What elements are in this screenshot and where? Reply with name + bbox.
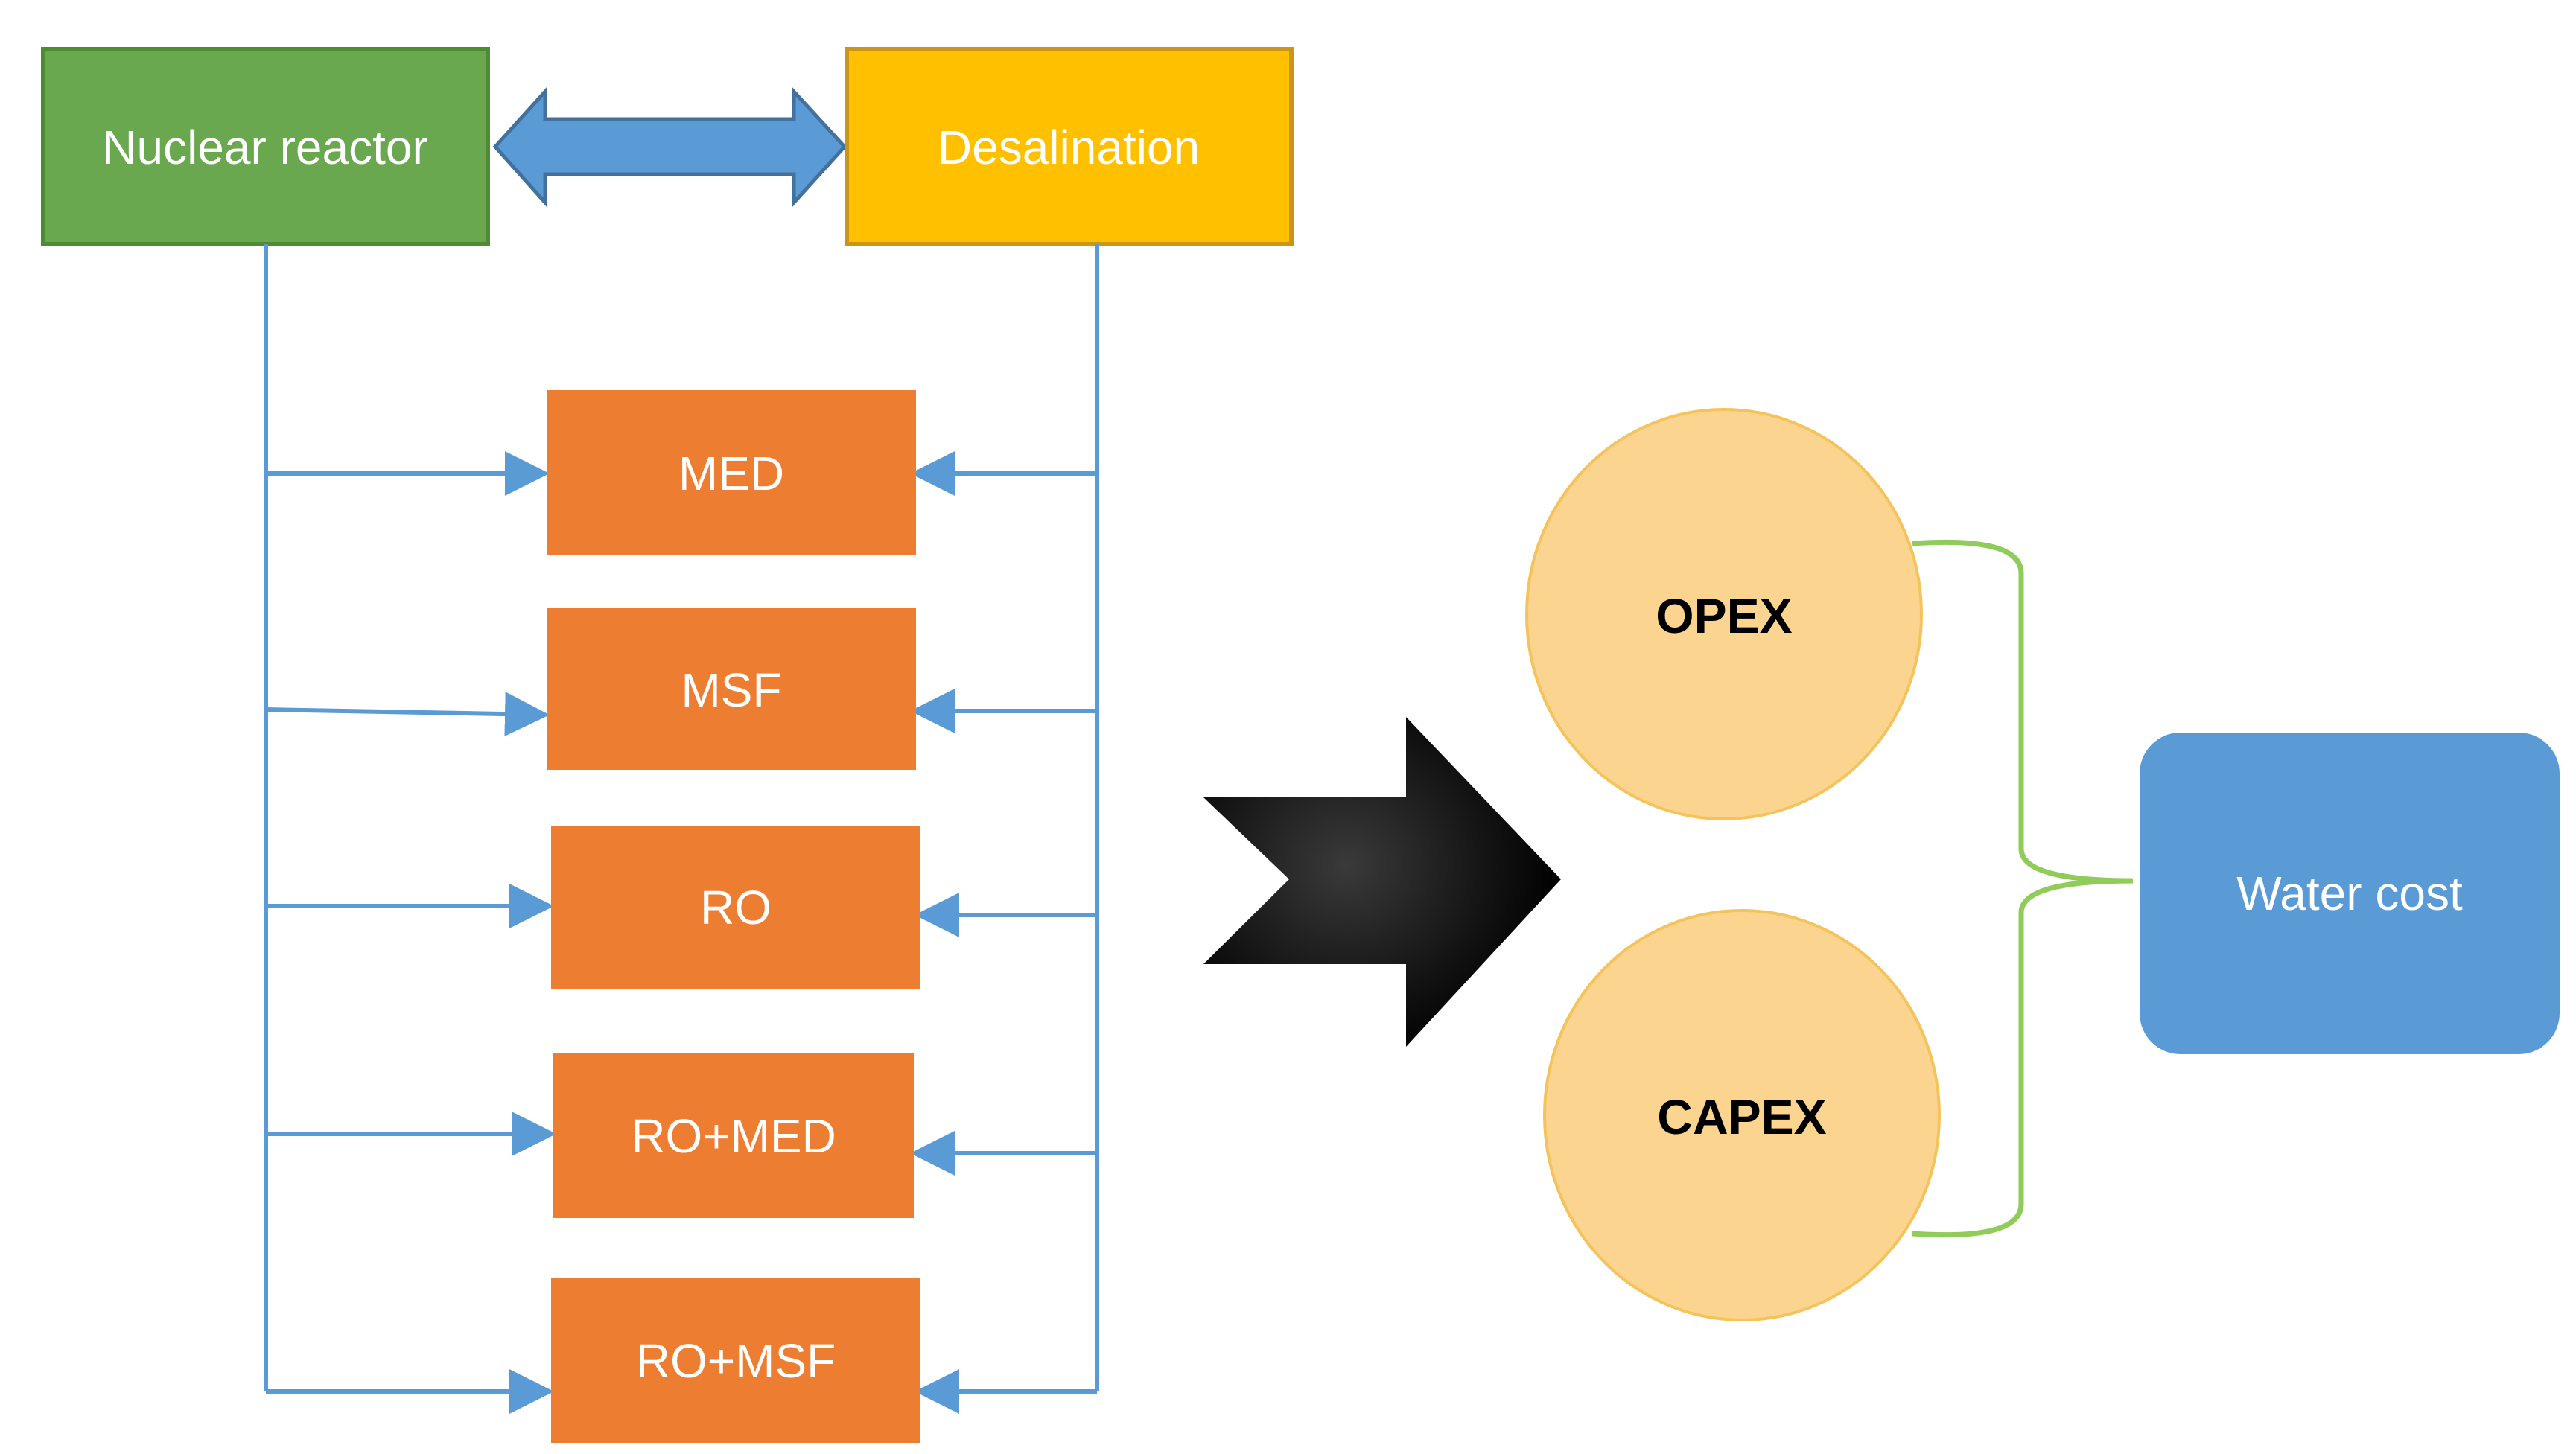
double-arrow bbox=[492, 86, 847, 208]
process-box-ro-med: RO+MED bbox=[553, 1053, 914, 1218]
desalination-label: Desalination bbox=[938, 121, 1200, 174]
process-label-med: MED bbox=[678, 447, 784, 500]
process-label-ro-msf: RO+MSF bbox=[636, 1334, 836, 1388]
process-box-med: MED bbox=[547, 390, 916, 555]
water-cost-box: Water cost bbox=[2140, 733, 2560, 1054]
process-box-ro: RO bbox=[551, 826, 920, 989]
process-label-ro: RO bbox=[700, 881, 772, 934]
opex-circle: OPEX bbox=[1525, 408, 1923, 820]
process-box-msf: MSF bbox=[547, 608, 916, 770]
process-box-ro-msf: RO+MSF bbox=[551, 1278, 920, 1443]
chevron-arrow-icon bbox=[1203, 717, 1561, 1047]
nuclear-reactor-box: Nuclear reactor bbox=[41, 47, 490, 246]
nuclear-reactor-label: Nuclear reactor bbox=[102, 121, 428, 174]
opex-label: OPEX bbox=[1656, 588, 1792, 643]
cost-bracket bbox=[1912, 539, 2134, 1238]
arrow-to-msf-left bbox=[265, 692, 550, 737]
water-cost-label: Water cost bbox=[2236, 867, 2463, 920]
desalination-box: Desalination bbox=[845, 47, 1294, 246]
capex-circle: CAPEX bbox=[1543, 909, 1941, 1321]
capex-label: CAPEX bbox=[1657, 1089, 1826, 1144]
process-label-ro-med: RO+MED bbox=[631, 1109, 836, 1163]
process-label-msf: MSF bbox=[681, 663, 781, 717]
